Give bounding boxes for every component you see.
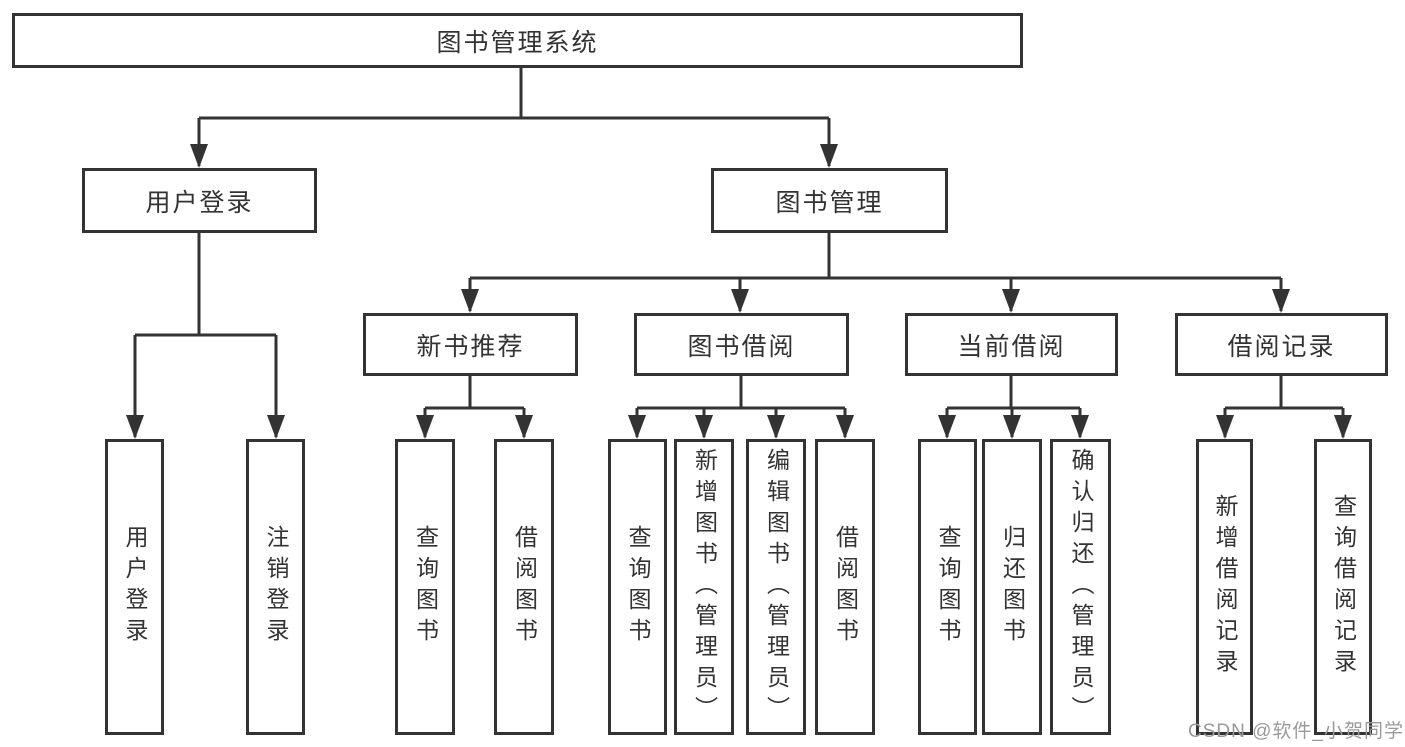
node-current-borrowing: 当前借阅 <box>905 313 1118 376</box>
node-label: 借阅记录 <box>1227 332 1336 361</box>
node-label: 编辑图书（管理员） <box>763 447 790 727</box>
node-logout-leaf: 注销登录 <box>246 439 305 735</box>
node-label: 确认归还（管理员） <box>1068 447 1094 727</box>
node-add-book-admin: 新增图书（管理员） <box>674 439 734 735</box>
node-label: 查询图书 <box>625 525 651 649</box>
node-borrowing-records: 借阅记录 <box>1175 313 1388 376</box>
node-label: 借阅图书 <box>511 525 538 649</box>
node-label: 新增图书（管理员） <box>691 447 718 727</box>
wire-book-borrow-split <box>637 376 845 410</box>
node-query-book: 查询图书 <box>395 439 455 735</box>
wire-user-login-split <box>135 233 276 337</box>
node-label: 当前借阅 <box>957 332 1066 361</box>
node-book-borrowing: 图书借阅 <box>634 313 849 376</box>
node-label: 归还图书 <box>999 525 1026 649</box>
node-add-borrow-record: 新增借阅记录 <box>1196 439 1253 735</box>
node-label: 用户登录 <box>122 525 148 649</box>
node-user-login: 用户登录 <box>82 168 317 233</box>
node-label: 查询图书 <box>412 525 439 649</box>
node-query-borrow-record: 查询借阅记录 <box>1314 439 1372 735</box>
node-book-management: 图书管理 <box>711 168 948 233</box>
node-label: 图书借阅 <box>687 332 796 361</box>
wire-current-borrow-split <box>947 376 1080 410</box>
node-borrow-book: 借阅图书 <box>494 439 554 735</box>
node-query-book: 查询图书 <box>918 439 977 735</box>
node-library-management-system: 图书管理系统 <box>12 13 1023 68</box>
wire-root-split <box>199 68 829 120</box>
node-new-book-recommend: 新书推荐 <box>363 313 578 376</box>
node-edit-book-admin: 编辑图书（管理员） <box>746 439 806 735</box>
node-label: 查询借阅记录 <box>1330 494 1357 680</box>
node-label: 图书管理 <box>775 188 884 217</box>
wire-borrow-record-split <box>1225 376 1343 410</box>
node-label: 注销登录 <box>263 525 289 649</box>
node-label: 新增借阅记录 <box>1212 494 1238 680</box>
node-borrow-book: 借阅图书 <box>815 439 875 735</box>
wire-book-mgmt-split <box>470 233 1281 280</box>
node-label: 新书推荐 <box>416 332 525 361</box>
node-label: 用户登录 <box>145 188 254 217</box>
node-confirm-return-admin: 确认归还（管理员） <box>1050 439 1111 735</box>
csdn-watermark: CSDN @软件_小贺同学 <box>1188 721 1404 742</box>
node-label: 查询图书 <box>935 525 961 649</box>
node-label: 借阅图书 <box>832 525 859 649</box>
node-query-book: 查询图书 <box>608 439 667 735</box>
wire-new-book-split <box>425 376 524 410</box>
node-label: 图书管理系统 <box>436 28 599 57</box>
node-return-book: 归还图书 <box>982 439 1042 735</box>
node-user-login-leaf: 用户登录 <box>105 439 164 735</box>
